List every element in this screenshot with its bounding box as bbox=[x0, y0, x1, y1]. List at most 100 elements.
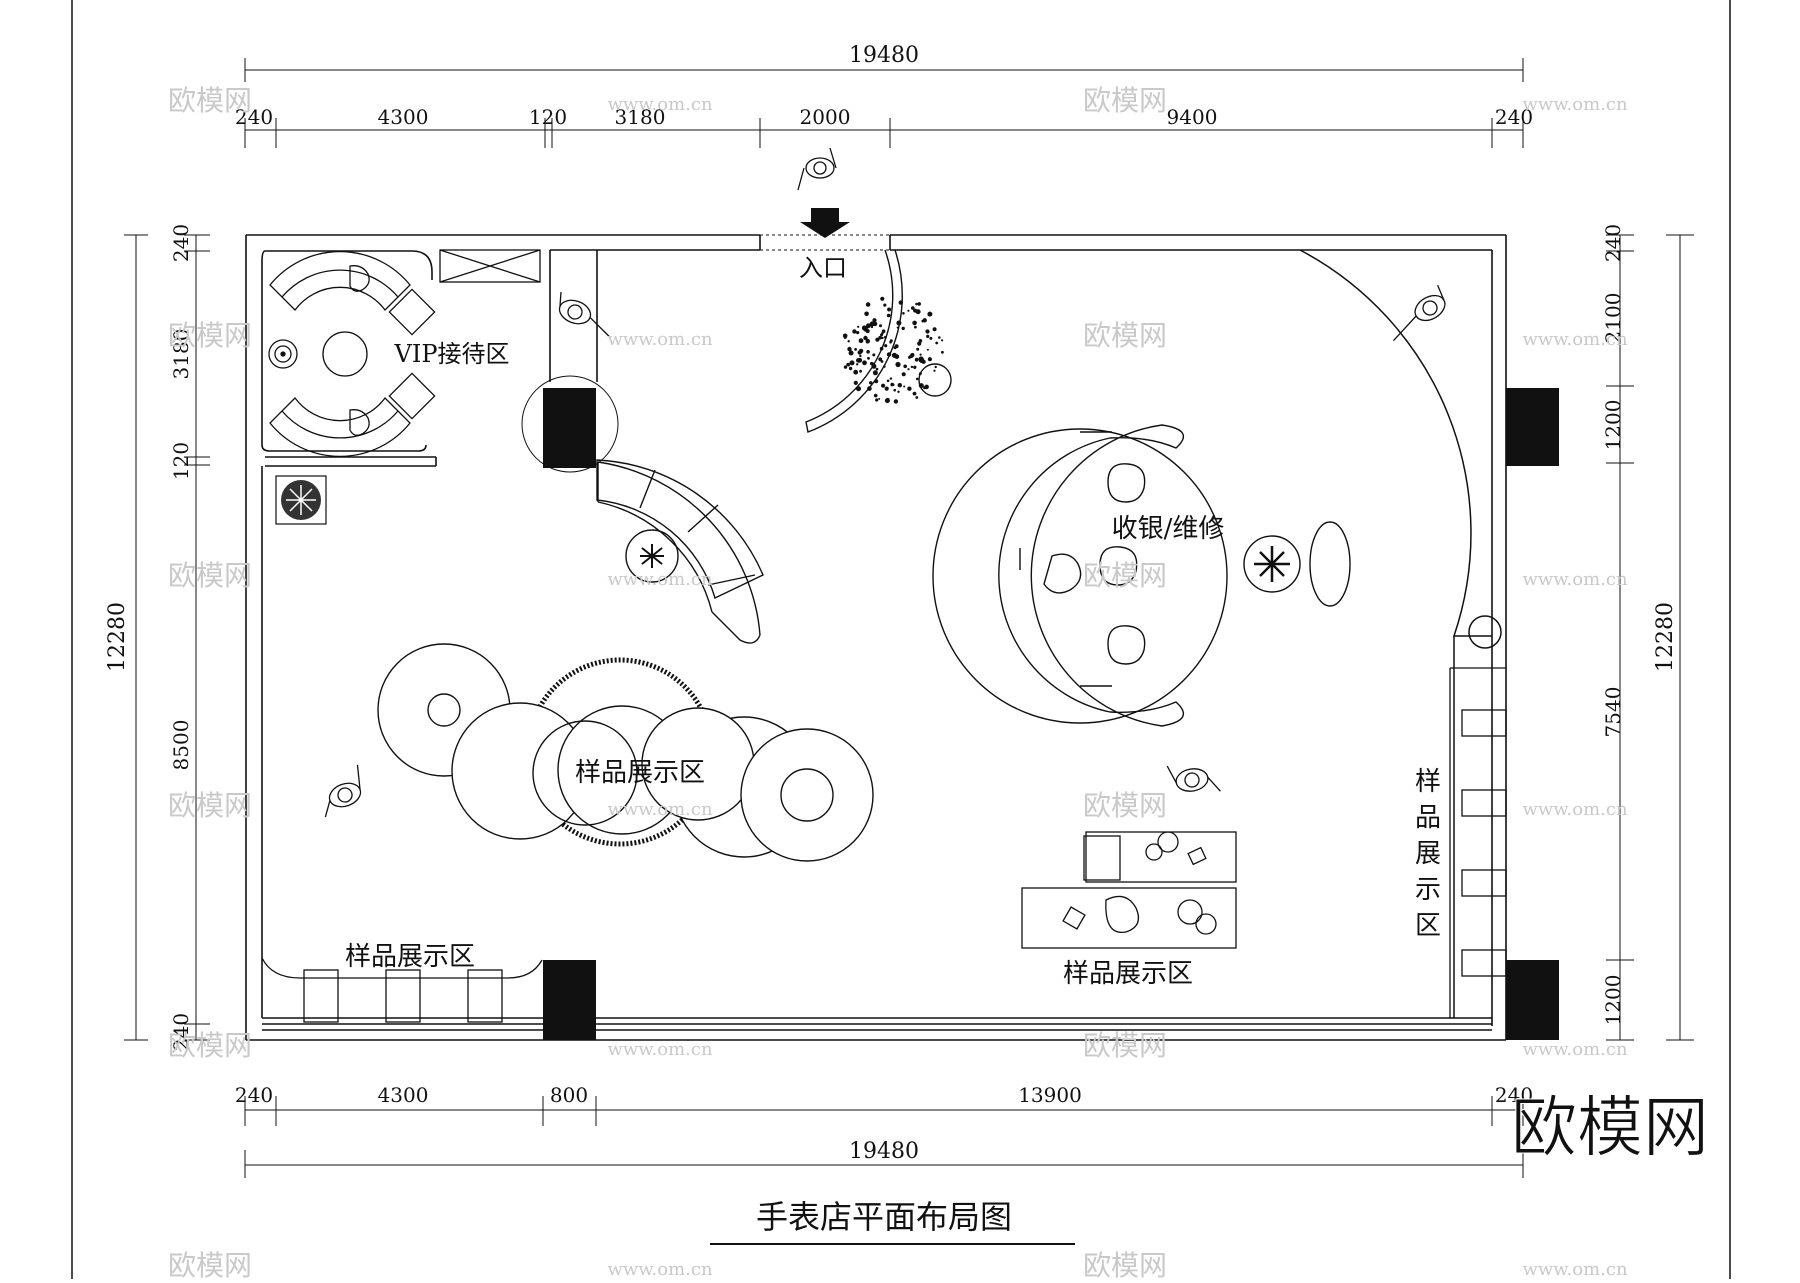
top-dim-9400: 9400 bbox=[1167, 105, 1218, 129]
pebble-dot bbox=[872, 318, 877, 323]
cashier-counter bbox=[998, 424, 1185, 727]
bottom-dim-13900: 13900 bbox=[1018, 1083, 1082, 1107]
pebble-dot bbox=[901, 326, 905, 331]
watermark-text: www.om.cn bbox=[607, 1039, 713, 1060]
watermark-text: 欧模网 bbox=[168, 559, 252, 592]
bottom-dim-4300: 4300 bbox=[378, 1083, 429, 1107]
pebble-dot bbox=[915, 396, 919, 399]
pebble-dot bbox=[886, 352, 892, 357]
pebble-dot bbox=[847, 340, 850, 343]
cashier-plant-icon bbox=[1243, 535, 1301, 593]
entrance-label: 入口 bbox=[799, 254, 847, 282]
top-dim-2000: 2000 bbox=[800, 105, 851, 129]
pebble-dot bbox=[856, 331, 860, 335]
pebble-dot bbox=[861, 325, 868, 331]
top-dimension-chain: 19480 240 4300 120 3180 2000 9400 240 bbox=[235, 43, 1533, 148]
bottom-right-display-tables: 样品展示区 bbox=[1021, 831, 1237, 989]
pebble-dot bbox=[878, 335, 882, 340]
right-dim-1200-bottom: 1200 bbox=[1601, 975, 1625, 1026]
watermark-layer: 欧模网 www.om.cn 欧模网 www.om.cn 欧模网 www.om.cn 欧模网 w… bbox=[168, 84, 1628, 1282]
pebble-dot bbox=[941, 339, 944, 342]
vip-lamp-icon bbox=[268, 339, 298, 369]
pebble-dot bbox=[929, 336, 933, 340]
pebble-dot bbox=[903, 385, 906, 388]
pebble-dot bbox=[934, 365, 937, 369]
pebble-dot bbox=[914, 357, 919, 362]
pebble-dot bbox=[879, 346, 884, 351]
watermark-text: 欧模网 bbox=[1083, 559, 1167, 592]
watermark-text: www.om.cn bbox=[607, 329, 713, 350]
person-walking-icon bbox=[1166, 765, 1221, 792]
curved-display-bench bbox=[596, 459, 764, 644]
entrance-arrow-icon bbox=[800, 208, 850, 238]
watermark-text: www.om.cn bbox=[1522, 799, 1628, 820]
right-display-char-1: 样 bbox=[1415, 767, 1441, 797]
right-dim-2100: 2100 bbox=[1601, 293, 1625, 344]
pebble-dot bbox=[897, 383, 902, 388]
pebble-dot bbox=[878, 397, 881, 400]
display-table-lower bbox=[1021, 887, 1237, 949]
pebble-dot bbox=[901, 372, 906, 377]
pebble-dot bbox=[896, 320, 902, 326]
watermark-text: 欧模网 bbox=[168, 84, 252, 117]
drawing-title: 手表店平面布局图 bbox=[756, 1198, 1012, 1236]
right-curved-partition bbox=[1299, 249, 1502, 1018]
cashier-repair-label: 收银/维修 bbox=[1112, 514, 1225, 544]
pebble-dot bbox=[911, 306, 915, 310]
bottom-right-display-label: 样品展示区 bbox=[1063, 959, 1193, 989]
pebble-dot bbox=[859, 369, 862, 373]
top-dim-240-right: 240 bbox=[1495, 105, 1533, 129]
central-display-label: 样品展示区 bbox=[575, 758, 705, 788]
right-display-char-2: 品 bbox=[1415, 803, 1441, 833]
bottom-dim-240-right: 240 bbox=[1495, 1083, 1533, 1107]
watermark-text: 欧模网 bbox=[168, 789, 252, 822]
pebble-dot bbox=[903, 364, 907, 369]
pebble-dot bbox=[886, 397, 890, 402]
left-dim-240-top: 240 bbox=[169, 224, 193, 262]
pebble-dot bbox=[856, 386, 861, 392]
vip-side-table-bottom bbox=[388, 372, 436, 420]
person-walking-icon bbox=[797, 147, 837, 191]
pebble-dot bbox=[847, 346, 852, 352]
pebble-dot bbox=[849, 360, 855, 366]
cashier-repair-area: 收银/维修 bbox=[932, 424, 1351, 727]
pebble-dot bbox=[887, 307, 892, 312]
pebble-dot bbox=[857, 350, 862, 355]
pebble-dot bbox=[863, 335, 868, 341]
central-sample-display: 样品展示区 bbox=[377, 643, 874, 862]
vip-side-table-top bbox=[388, 288, 436, 336]
person-seated-icon bbox=[349, 265, 370, 292]
pebble-dot bbox=[880, 360, 884, 363]
watermark-text: www.om.cn bbox=[607, 799, 713, 820]
pebble-dot bbox=[892, 383, 895, 386]
left-dim-120: 120 bbox=[169, 442, 193, 480]
watermark-text: www.om.cn bbox=[1522, 569, 1628, 590]
pebble-dot bbox=[848, 366, 853, 371]
pebble-dot bbox=[897, 390, 900, 393]
column-lower-right bbox=[1506, 960, 1559, 1040]
column-upper-left bbox=[543, 388, 596, 468]
pebble-dot bbox=[918, 356, 924, 362]
brand-logo: 欧模网 bbox=[1511, 1089, 1709, 1166]
watermark-text: 欧模网 bbox=[1083, 84, 1167, 117]
watermark-text: 欧模网 bbox=[168, 319, 252, 352]
left-dim-240-bottom: 240 bbox=[169, 1013, 193, 1051]
pebble-dot bbox=[865, 302, 871, 307]
left-dim-8500: 8500 bbox=[169, 720, 193, 771]
pebble-dot bbox=[875, 337, 880, 342]
top-total-dimension: 19480 bbox=[849, 43, 919, 68]
pebble-dot bbox=[912, 320, 917, 326]
pebble-dot bbox=[867, 386, 872, 391]
pebble-dot bbox=[941, 350, 944, 354]
right-display-label: 样 品 展 示 区 bbox=[1415, 767, 1441, 941]
pebble-dot bbox=[894, 344, 899, 349]
display-table-upper bbox=[1085, 831, 1237, 883]
pebble-dot bbox=[886, 379, 890, 383]
watermark-text: www.om.cn bbox=[1522, 94, 1628, 115]
pebble-dot bbox=[910, 365, 914, 369]
entry-display-feature bbox=[805, 249, 952, 433]
pebble-dot bbox=[856, 358, 861, 363]
right-total-dimension: 12280 bbox=[1653, 602, 1678, 672]
